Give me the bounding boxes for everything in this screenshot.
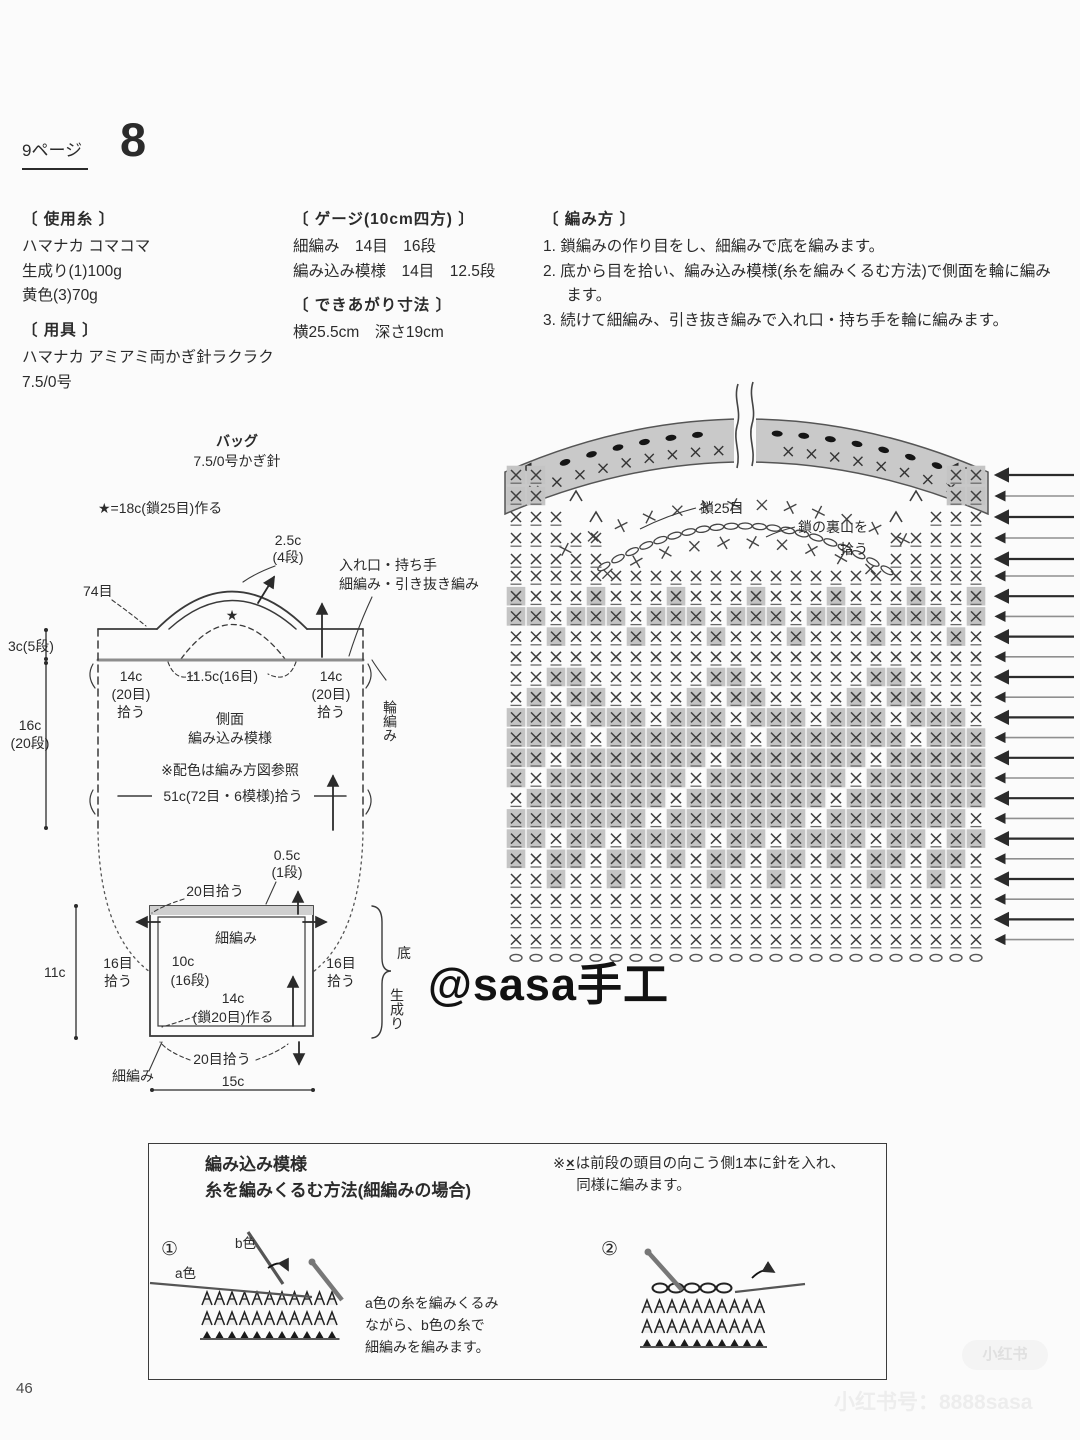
materials-line: 生成り(1)100g — [22, 262, 122, 280]
base-top-row-rows: (1段) — [271, 864, 302, 880]
pickup-left-1: 14c — [120, 668, 143, 684]
size-heading: 〔 できあがり寸法 〕 — [293, 297, 453, 315]
materials-line: 黄色(3)70g — [22, 287, 98, 305]
step2-number: ② — [601, 1239, 619, 1260]
pickup-right-1: 14c — [320, 668, 343, 684]
howto-step: 1. 鎖編みの作り目をし、細編みで底を編みます。 — [543, 237, 885, 255]
opening-label-2: 細編み・引き抜き編み — [339, 576, 479, 592]
backbump-label-2: 拾う — [840, 541, 868, 557]
platform-id: 小红书号：8888sasa — [834, 1391, 1033, 1414]
pattern-number: 8 — [120, 113, 147, 166]
watermark-handle: @sasa手工 — [428, 959, 669, 1010]
opening-label-1: 入れ口・持ち手 — [339, 557, 437, 573]
gauge-line: 細編み 14目 16段 — [293, 237, 436, 255]
note-text: は前段の頭目の向こう側1本に針を入れ、 — [575, 1156, 845, 1172]
bag-hook-label: 7.5/0号かぎ針 — [193, 453, 280, 469]
colorwork-chart — [504, 378, 1074, 962]
rim-height-label: 3c(5段) — [8, 638, 54, 654]
color-note: ※配色は編み方図参照 — [161, 762, 299, 778]
total-stitch-label: 74目 — [83, 583, 113, 599]
pickup-left-3: 拾う — [117, 704, 145, 720]
materials-column: 〔 使用糸 〕 ハマナカ コマコマ 生成り(1)100g 黄色(3)70g 〔 … — [22, 208, 287, 396]
pickup20-top-label: 20目拾う — [186, 883, 244, 899]
base-height-rows: (16段) — [171, 972, 210, 988]
base-top-row-h: 0.5c — [274, 847, 300, 863]
box-title-2: 糸を編みくるむ方法(細編みの場合) — [205, 1181, 471, 1200]
tools-line: ハマナカ アミアミ両かぎ針ラクラク — [22, 348, 274, 366]
gauge-heading: 〔 ゲージ(10cm四方) 〕 — [293, 211, 475, 228]
side-height-2: (20段) — [11, 735, 50, 751]
pickup16-left-2: 拾う — [104, 973, 132, 989]
backbump-label-1: 鎖の裏山を — [798, 519, 868, 535]
howto-column: 〔 編み方 〕 1. 鎖編みの作り目をし、細編みで底を編みます。 2. 底から目… — [543, 208, 1063, 334]
base-height-dim: 11c — [44, 964, 66, 980]
side-height-1: 16c — [19, 717, 42, 733]
bag-title: バッグ — [216, 433, 258, 449]
base-height-label: 10c — [172, 953, 195, 969]
note-prefix: ※ — [553, 1156, 566, 1172]
tools-line: 7.5/0号 — [22, 373, 72, 391]
chain25-label: 鎖25目 — [700, 500, 744, 516]
side-label-1: 側面 — [216, 711, 244, 727]
pickup-51-label: 51c(72目・6模様)拾う — [163, 788, 302, 804]
howto-heading: 〔 編み方 〕 — [543, 211, 637, 228]
base-width-make: (鎖20目)作る — [193, 1009, 274, 1025]
box-title-1: 編み込み模様 — [205, 1155, 307, 1174]
pickup16-left-1: 16目 — [103, 955, 133, 971]
size-line: 横25.5cm 深さ19cm — [293, 324, 444, 342]
pickup-right-2: (20目) — [312, 686, 351, 702]
base-width-dim: 15c — [222, 1073, 245, 1089]
base-width-label: 14c — [222, 990, 245, 1006]
pickup16-right-2: 拾う — [327, 973, 355, 989]
handle-depth-label: 2.5c — [275, 532, 301, 548]
pickup20-bottom-label: 20目拾う — [193, 1051, 251, 1067]
gauge-column: 〔 ゲージ(10cm四方) 〕 細編み 14目 16段 編み込み模様 14目 1… — [293, 208, 543, 346]
howto-step: 2. 底から目を拾い、編み込み模様(糸を編みくるむ方法)で側面を輪に編みます。 — [543, 262, 1051, 305]
side-label-2: 編み込み模様 — [188, 730, 272, 746]
base-stitch-label-2: 細編み — [112, 1068, 154, 1084]
sc-back-loop-symbol: × — [566, 1156, 575, 1172]
materials-line: ハマナカ コマコマ — [22, 237, 151, 255]
pickup16-right-1: 16目 — [326, 955, 356, 971]
bag-star-note: ★=18c(鎖25目)作る — [98, 500, 222, 516]
materials-heading: 〔 使用糸 〕 — [22, 211, 116, 228]
gauge-line: 編み込み模様 14目 12.5段 — [293, 262, 496, 280]
handle-span-label: 11.5c(16目) — [186, 668, 258, 684]
platform-badge: 小红书 — [962, 1340, 1048, 1370]
base-color-label-1: 底 — [397, 945, 411, 961]
technique-caption: a色の糸を編みくるみ ながら、b色の糸で 細編みを編みます。 — [365, 1295, 499, 1356]
howto-step: 3. 続けて細編み、引き抜き編みで入れ口・持ち手を輪に編みます。 — [543, 312, 1009, 330]
bag-schematic: バッグ 7.5/0号かぎ針 ★=18c(鎖25目)作る ★ 2.5c (4段) … — [8, 433, 479, 1092]
handle-depth-rows: (4段) — [272, 549, 303, 565]
ring-knit-label: 輪編み — [382, 699, 398, 742]
page-reference: 9ページ — [22, 136, 89, 170]
box-note: ※×は前段の頭目の向こう側1本に針を入れ、 同様に編みます。 — [553, 1154, 883, 1198]
step1-number: ① — [161, 1239, 179, 1260]
technique-box: 編み込み模様 糸を編みくるむ方法(細編みの場合) ※×は前段の頭目の向こう側1本… — [148, 1143, 887, 1380]
tools-heading: 〔 用具 〕 — [22, 322, 99, 340]
page-number: 46 — [16, 1380, 33, 1397]
star-marker: ★ — [226, 607, 239, 623]
pickup-left-2: (20目) — [112, 686, 151, 702]
yarn-a-label: a色 — [175, 1266, 197, 1281]
note-text-2: 同様に編みます。 — [576, 1177, 691, 1194]
yarn-b-label: b色 — [235, 1236, 257, 1251]
base-stitch-label: 細編み — [215, 930, 257, 946]
base-color-label-2: 生成り — [389, 988, 405, 1030]
pickup-right-3: 拾う — [317, 704, 345, 720]
